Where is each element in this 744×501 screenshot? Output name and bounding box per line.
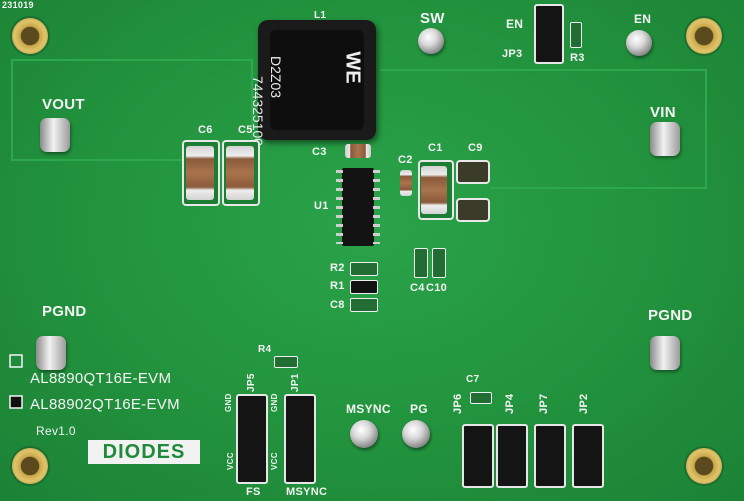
jp6-label: JP6 [452,393,464,414]
c9-label: C9 [468,142,483,154]
jp2-header[interactable] [572,424,604,488]
jp3-label: JP3 [502,48,523,60]
r3-label: R3 [570,52,585,64]
jp2-label: JP2 [578,393,590,414]
pg-test-point[interactable] [402,420,430,448]
pgnd-left-terminal[interactable] [36,336,66,370]
c8-capacitor [350,298,378,312]
vcc-label-b: VCC [270,452,279,470]
pgnd-left-label: PGND [42,303,87,320]
u1-label: U1 [314,200,329,212]
jp5-label: JP5 [246,373,257,392]
c8-label: C8 [330,299,345,311]
u1-pins-left [336,170,343,244]
date-code: 231019 [2,0,34,10]
msync-label: MSYNC [346,402,391,416]
gnd-label-b: GND [270,393,279,412]
c9-pad-bottom [456,198,490,222]
c5-label: C5 [238,124,253,136]
inductor-brand-logo: WE [341,51,364,84]
vin-label: VIN [650,104,676,121]
c5-capacitor [226,146,254,200]
jp7-label: JP7 [538,393,550,414]
pg-label: PG [410,402,428,416]
c1-label: C1 [428,142,443,154]
pgnd-right-label: PGND [648,307,693,324]
c2-label: C2 [398,154,413,166]
u1-ic [336,162,380,252]
c2-capacitor [400,170,412,196]
vout-terminal[interactable] [40,118,70,152]
sw-test-point[interactable] [418,28,444,54]
c3-capacitor [345,144,371,158]
vcc-label-a: VCC [226,452,235,470]
model-variant-b: AL88902QT16E-EVM [30,396,180,413]
r2-resistor [350,262,378,276]
pgnd-right-terminal[interactable] [650,336,680,370]
jp4-label: JP4 [504,393,516,414]
l1-label: L1 [314,10,327,21]
gnd-label-a: GND [224,393,233,412]
sw-label: SW [420,10,445,27]
jp6-header[interactable] [462,424,494,488]
mounting-hole-top-left [12,18,48,54]
revision-label: Rev1.0 [36,424,76,438]
r1-resistor [350,280,378,294]
en-test-point[interactable] [626,30,652,56]
model-variant-a: AL8890QT16E-EVM [30,370,172,387]
msync-bottom-label: MSYNC [286,486,328,498]
u1-pins-right [373,170,380,244]
mounting-hole-bottom-left [12,448,48,484]
c4-capacitor [414,248,428,278]
vout-label: VOUT [42,96,85,113]
c10-capacitor [432,248,446,278]
mounting-hole-bottom-right [686,448,722,484]
jp4-header[interactable] [496,424,528,488]
msync-test-point[interactable] [350,420,378,448]
jp3-header[interactable] [534,4,564,64]
r3-resistor [570,22,582,48]
en-left-label: EN [506,17,524,31]
jp1-label: JP1 [290,373,301,392]
r4-label: R4 [258,344,272,355]
inductor-core [270,30,364,130]
fs-label: FS [246,486,261,498]
inductor-l1: WE 744325100 D2Z03 [250,20,376,146]
inductor-lot-code: D2Z03 [268,56,284,99]
r4-resistor [274,356,298,368]
c7-capacitor [470,392,492,404]
r2-label: R2 [330,262,345,274]
c6-capacitor [186,146,214,200]
jp1-header[interactable] [284,394,316,484]
c6-label: C6 [198,124,213,136]
c3-label: C3 [312,146,327,158]
c7-label: C7 [466,374,480,385]
en-right-label: EN [634,12,652,26]
r1-label: R1 [330,280,345,292]
u1-body [342,168,374,246]
c1-capacitor [421,166,447,214]
diodes-logo: DIODES [88,440,200,464]
c9-pad-top [456,160,490,184]
c10-label: C10 [426,282,448,294]
vin-terminal[interactable] [650,122,680,156]
jp5-header[interactable] [236,394,268,484]
c4-label: C4 [410,282,425,294]
mounting-hole-top-right [686,18,722,54]
jp7-header[interactable] [534,424,566,488]
